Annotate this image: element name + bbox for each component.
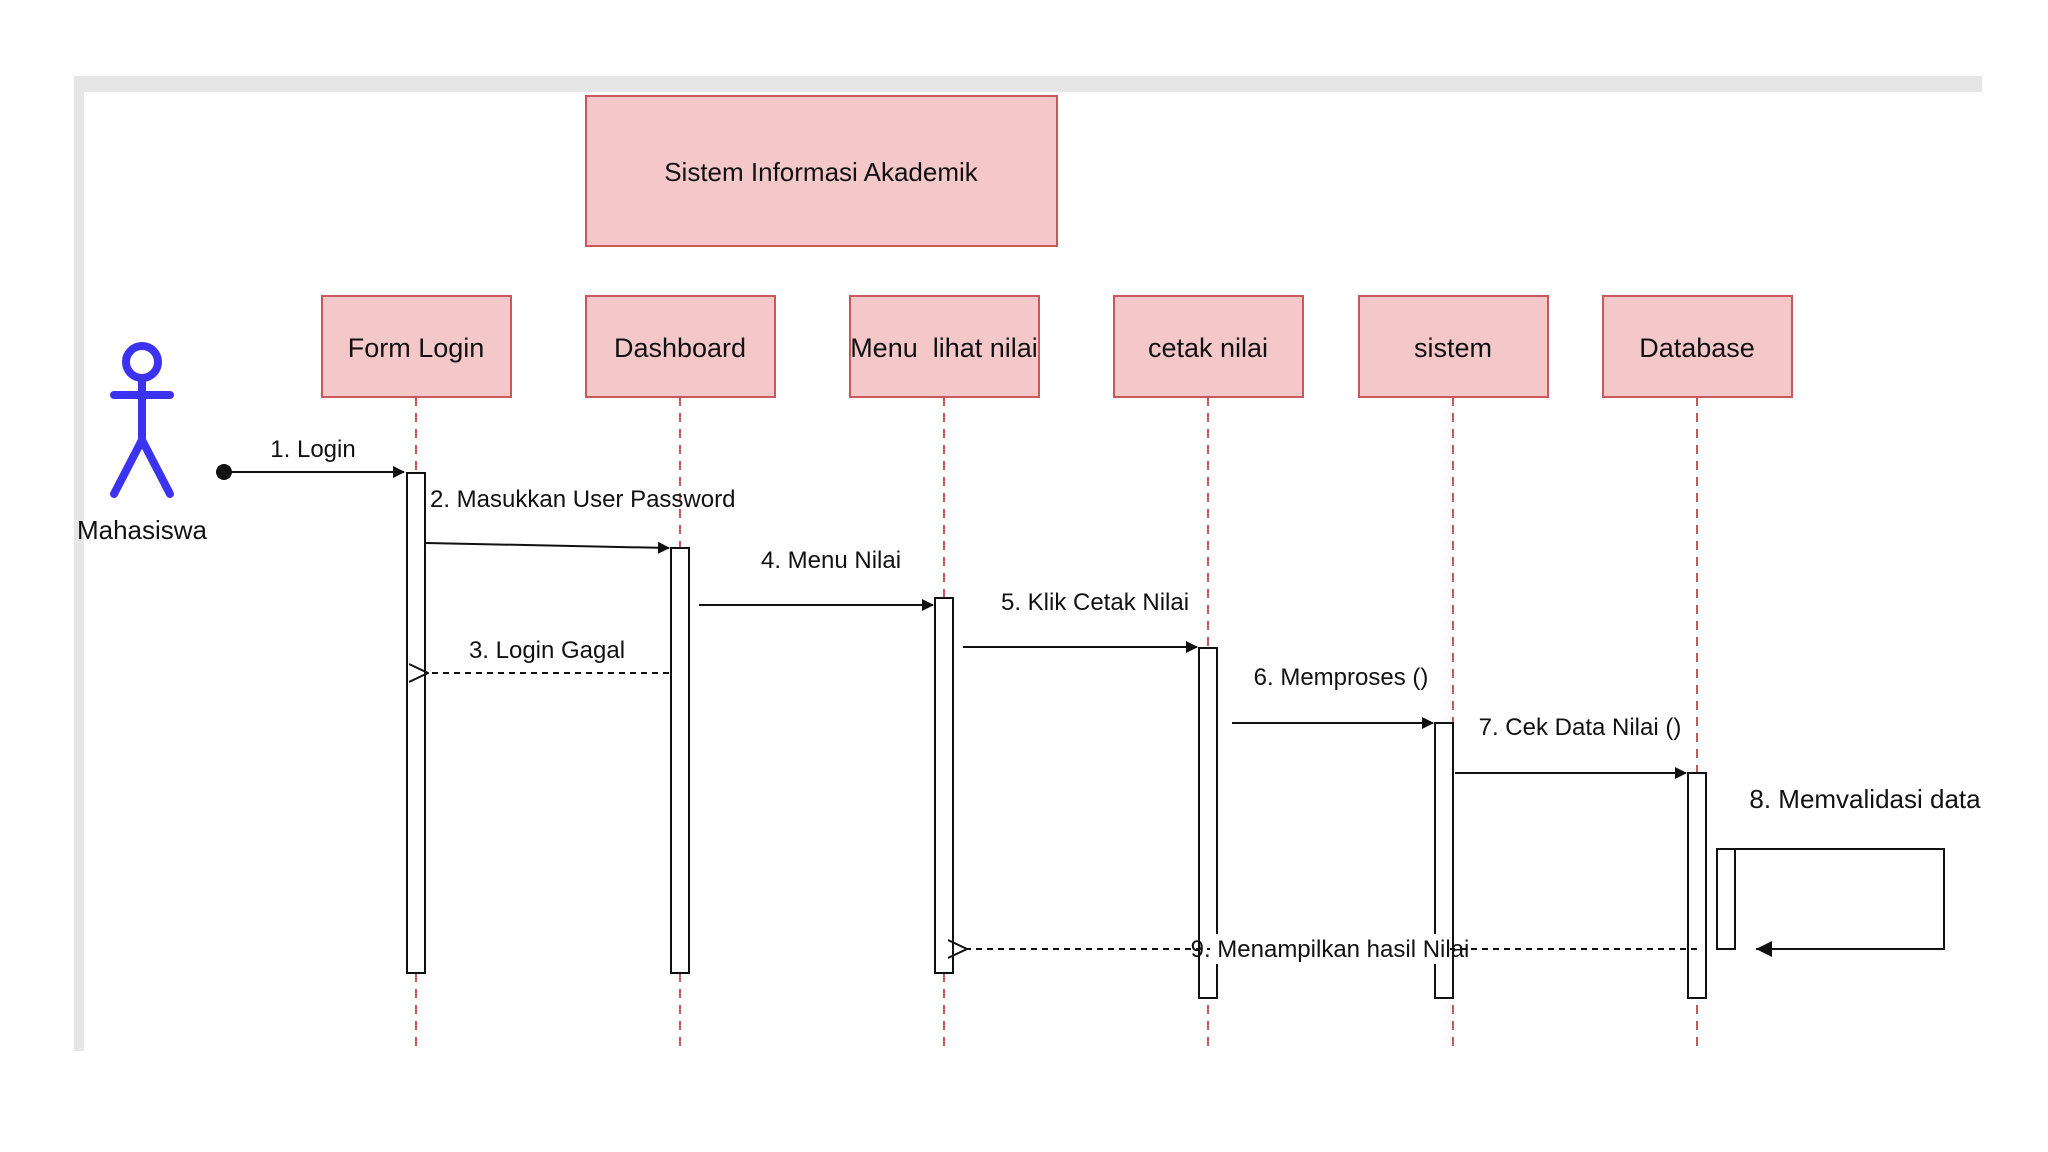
- message-label-bg: [1210, 934, 1450, 964]
- message-label: 5. Klik Cetak Nilai: [1001, 589, 1189, 616]
- activation-bar-form-login: [406, 472, 426, 974]
- message-3: 3. Login Gagal: [428, 637, 669, 673]
- activation-bar-database: [1687, 772, 1707, 999]
- message-arrow: [425, 541, 670, 554]
- message-6: 6. Memproses (): [1232, 664, 1434, 729]
- lifeline-box: [321, 295, 512, 398]
- lifeline-label: Form Login: [348, 333, 485, 363]
- activation-bar-sistem: [1434, 722, 1454, 999]
- message-label: 4. Menu Nilai: [761, 547, 901, 574]
- lifeline-box: [1358, 295, 1549, 398]
- message-7: 7. Cek Data Nilai (): [1455, 714, 1687, 779]
- actor: Mahasiswa: [77, 342, 208, 545]
- system-box-rect: [585, 95, 1058, 247]
- activation-bar-cetak-nilai: [1198, 647, 1218, 999]
- message-label: 9. Menampilkan hasil Nilai: [1191, 936, 1470, 963]
- message-label: 3. Login Gagal: [469, 637, 625, 664]
- lifeline-box: [849, 295, 1040, 398]
- activation-bar-menu-lihat-nilai: [934, 597, 954, 974]
- message-8: 8. Memvalidasi data: [1736, 784, 1981, 957]
- lifeline-database: Database: [1602, 295, 1793, 1051]
- lifeline-label: Dashboard: [614, 333, 746, 363]
- lifeline-box: [1113, 295, 1304, 398]
- lifeline-label: sistem: [1414, 333, 1492, 363]
- message-label: 2. Masukkan User Password: [430, 486, 735, 513]
- message-4: 4. Menu Nilai: [699, 547, 934, 611]
- lifeline-label: Database: [1639, 333, 1755, 363]
- message-9: 9. Menampilkan hasil Nilai: [967, 934, 1697, 964]
- message-5: 5. Klik Cetak Nilai: [963, 589, 1198, 653]
- message-label: 8. Memvalidasi data: [1749, 784, 1981, 814]
- stick-figure-icon: [110, 342, 174, 498]
- lifeline-label: Menu lihat nilai: [850, 333, 1038, 363]
- message-label: 1. Login: [270, 436, 355, 463]
- system-box: Sistem Informasi Akademik: [585, 95, 1058, 247]
- activation-bar-database-self: [1716, 848, 1736, 950]
- frame-left-edge: [74, 76, 84, 1051]
- message-label: 6. Memproses (): [1254, 664, 1429, 691]
- message-label: 7. Cek Data Nilai (): [1479, 714, 1682, 741]
- lifeline-label: cetak nilai: [1148, 333, 1268, 363]
- activation-bar-dashboard: [670, 547, 690, 974]
- message-arrow: [1736, 848, 1945, 950]
- lifeline-box: [585, 295, 776, 398]
- frame-top-edge: [74, 76, 1982, 92]
- message-2: 2. Masukkan User Password: [425, 486, 735, 554]
- system-title: Sistem Informasi Akademik: [664, 157, 979, 187]
- actor-label: Mahasiswa: [77, 515, 208, 545]
- arrow-head: [1756, 941, 1772, 957]
- message-1: 1. Login: [216, 436, 405, 480]
